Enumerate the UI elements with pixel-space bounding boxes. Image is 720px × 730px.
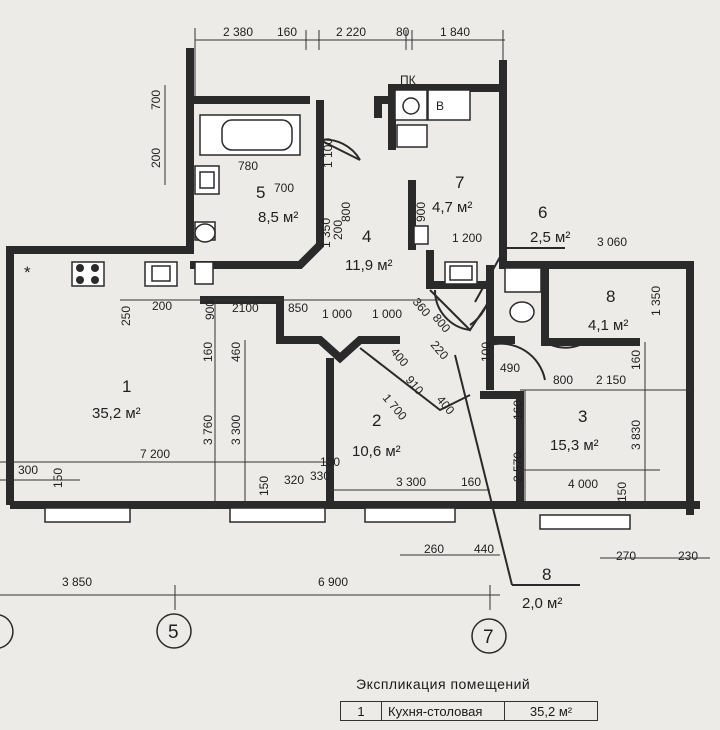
room-8b-area: 2,0 м² bbox=[522, 595, 562, 612]
svg-text:7 200: 7 200 bbox=[140, 447, 170, 461]
svg-text:850: 850 bbox=[288, 301, 308, 315]
room-6-number: 6 bbox=[538, 203, 547, 222]
svg-text:300: 300 bbox=[18, 463, 38, 477]
label-star: * bbox=[24, 263, 31, 282]
svg-text:150: 150 bbox=[257, 476, 271, 496]
svg-text:800: 800 bbox=[339, 202, 353, 222]
svg-text:3 060: 3 060 bbox=[597, 235, 627, 249]
room-1-number: 1 bbox=[122, 377, 131, 396]
room-4-number: 4 bbox=[362, 227, 371, 246]
svg-text:200: 200 bbox=[331, 220, 345, 240]
svg-text:440: 440 bbox=[474, 542, 494, 556]
axis-label-7: 7 bbox=[483, 627, 494, 648]
boiler-icon bbox=[394, 89, 471, 148]
svg-text:2 570: 2 570 bbox=[511, 452, 525, 482]
dim-left-700: 700 bbox=[149, 90, 163, 110]
table-row: 1 Кухня-столовая 35,2 м² bbox=[340, 701, 598, 721]
room-3-area: 15,3 м² bbox=[550, 437, 599, 454]
axis-label-5: 5 bbox=[168, 622, 179, 643]
room-2-number: 2 bbox=[372, 411, 381, 430]
sink-icon-6 bbox=[444, 261, 478, 285]
dim-top-5: 1 840 bbox=[440, 25, 470, 39]
axis-marker-5 bbox=[156, 613, 192, 649]
axis-marker-7 bbox=[471, 618, 507, 654]
svg-text:1 100: 1 100 bbox=[321, 138, 335, 168]
room-5-number: 5 bbox=[256, 183, 265, 202]
dim-bottom-1: 3 850 bbox=[62, 575, 92, 589]
svg-text:260: 260 bbox=[424, 542, 444, 556]
explication-row-area: 35,2 м² bbox=[504, 701, 598, 721]
label-v: В bbox=[436, 99, 444, 113]
svg-text:3 300: 3 300 bbox=[229, 415, 243, 445]
room-8-area: 4,1 м² bbox=[588, 317, 628, 334]
dimension-lines bbox=[0, 299, 710, 610]
svg-text:2100: 2100 bbox=[232, 301, 259, 315]
room-7-number: 7 bbox=[455, 173, 464, 192]
dim-top-4: 80 bbox=[396, 25, 410, 39]
svg-text:250: 250 bbox=[119, 306, 133, 326]
bathtub-icon bbox=[199, 114, 301, 156]
explication-table: 1 Кухня-столовая 35,2 м² bbox=[340, 701, 598, 721]
toilet-icon bbox=[194, 221, 216, 243]
svg-text:150: 150 bbox=[51, 468, 65, 488]
svg-text:330: 330 bbox=[310, 469, 330, 483]
svg-text:1 350: 1 350 bbox=[319, 218, 333, 248]
svg-text:2 150: 2 150 bbox=[596, 373, 626, 387]
svg-text:460: 460 bbox=[229, 342, 243, 362]
svg-text:160: 160 bbox=[201, 342, 215, 362]
room-1-area: 35,2 м² bbox=[92, 405, 141, 422]
dim-bottom-2: 6 900 bbox=[318, 575, 348, 589]
svg-text:780: 780 bbox=[238, 159, 258, 173]
svg-text:100: 100 bbox=[479, 342, 493, 362]
svg-text:1 350: 1 350 bbox=[649, 286, 663, 316]
sink-icon bbox=[144, 261, 178, 287]
toilet-icon-8 bbox=[504, 267, 542, 323]
dim-top-3: 2 220 bbox=[336, 25, 366, 39]
svg-text:160: 160 bbox=[629, 350, 643, 370]
dim-top-1: 2 380 bbox=[223, 25, 253, 39]
washbasin-icon bbox=[194, 165, 220, 195]
svg-text:160: 160 bbox=[511, 400, 525, 420]
windows bbox=[44, 507, 631, 530]
svg-text:1 000: 1 000 bbox=[322, 307, 352, 321]
svg-text:1 200: 1 200 bbox=[452, 231, 482, 245]
room-5-area: 8,5 м² bbox=[258, 209, 298, 226]
room-8b-number: 8 bbox=[542, 565, 551, 584]
explication-title: Экспликация помещений bbox=[356, 676, 531, 692]
dim-top-2: 160 bbox=[277, 25, 297, 39]
svg-text:160: 160 bbox=[461, 475, 481, 489]
svg-text:160: 160 bbox=[320, 455, 340, 469]
room-3-number: 3 bbox=[578, 407, 587, 426]
svg-text:230: 230 bbox=[678, 549, 698, 563]
room-2-area: 10,6 м² bbox=[352, 443, 401, 460]
room-6-area: 2,5 м² bbox=[530, 229, 570, 246]
svg-text:800: 800 bbox=[553, 373, 573, 387]
svg-text:900: 900 bbox=[414, 202, 428, 222]
svg-text:150: 150 bbox=[615, 482, 629, 502]
label-pk: ПК bbox=[400, 73, 416, 87]
svg-text:3 300: 3 300 bbox=[396, 475, 426, 489]
room-8-number: 8 bbox=[606, 287, 615, 306]
explication-row-number: 1 bbox=[340, 701, 382, 721]
riser-icon bbox=[194, 225, 429, 285]
svg-text:270: 270 bbox=[616, 549, 636, 563]
svg-text:490: 490 bbox=[500, 361, 520, 375]
svg-text:320: 320 bbox=[284, 473, 304, 487]
svg-text:4 000: 4 000 bbox=[568, 477, 598, 491]
svg-text:3 760: 3 760 bbox=[201, 415, 215, 445]
room-7-area: 4,7 м² bbox=[432, 199, 472, 216]
dimension-labels: 780 700 1 100 800 1 350 200 900 1 200 3 … bbox=[18, 138, 698, 563]
svg-text:900: 900 bbox=[203, 300, 217, 320]
svg-text:3 830: 3 830 bbox=[629, 420, 643, 450]
svg-text:1 000: 1 000 bbox=[372, 307, 402, 321]
svg-text:700: 700 bbox=[274, 181, 294, 195]
explication-row-name: Кухня-столовая bbox=[381, 701, 505, 721]
room-4-area: 11,9 м² bbox=[345, 257, 393, 274]
svg-text:200: 200 bbox=[152, 299, 172, 313]
stove-icon bbox=[71, 261, 105, 287]
dim-left-200: 200 bbox=[149, 148, 163, 168]
